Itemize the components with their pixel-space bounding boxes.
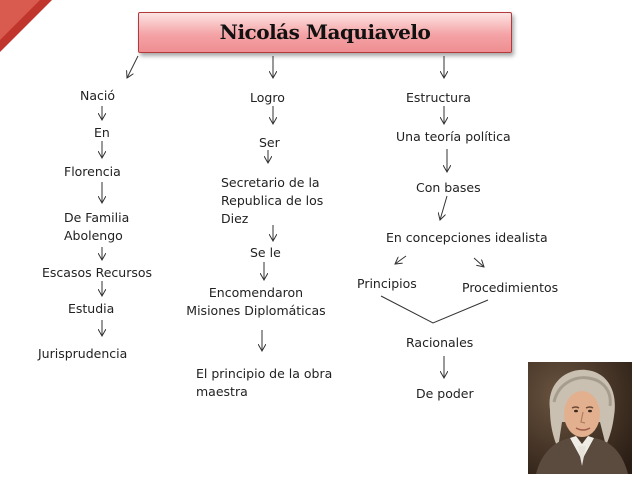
node-principio: El principio de la obra maestra	[196, 365, 332, 401]
node-estudia: Estudia	[68, 301, 115, 316]
node-en: En	[94, 125, 110, 140]
node-encomendaron: Encomendaron Misiones Diplomáticas	[180, 284, 332, 320]
node-principios: Principios	[357, 276, 417, 291]
arrow-concepciones-principios	[395, 255, 407, 264]
portrait-image	[528, 362, 632, 474]
node-encomendaron-line1: Encomendaron	[208, 285, 304, 300]
node-estructura: Estructura	[406, 90, 471, 105]
corner-decoration-inner	[0, 0, 40, 40]
node-procedimientos: Procedimientos	[462, 280, 559, 295]
node-florencia: Florencia	[64, 164, 121, 179]
arrow-concepciones-procedimientos	[473, 257, 484, 267]
node-con-bases: Con bases	[416, 180, 481, 195]
node-recursos: Escasos Recursos	[42, 265, 153, 280]
node-concepciones: En concepciones idealista	[386, 230, 548, 245]
node-familia-line1: De Familia	[64, 210, 130, 225]
node-familia-line2: Abolengo	[64, 228, 123, 243]
node-encomendaron-line2: Misiones Diplomáticas	[186, 303, 326, 318]
arrow-title-nacio	[127, 55, 139, 78]
node-teoria: Una teoría política	[396, 129, 511, 144]
node-secretario-line2: Republica de los	[221, 193, 324, 208]
node-principio-line2: maestra	[196, 384, 248, 399]
node-nacio: Nació	[80, 88, 116, 103]
title-text: Nicolás Maquiavelo	[219, 20, 431, 44]
title-box: Nicolás Maquiavelo	[138, 12, 512, 53]
node-ser: Ser	[259, 135, 280, 150]
node-principio-line1: El principio de la obra	[196, 366, 333, 381]
arrow-bases-concepciones	[440, 195, 448, 220]
node-logro: Logro	[250, 90, 285, 105]
node-se-le: Se le	[250, 245, 281, 260]
node-secretario: Secretario de la Republica de los Diez	[221, 174, 323, 228]
node-secretario-line1: Secretario de la	[221, 175, 320, 190]
node-jurisprudencia: Jurisprudencia	[38, 346, 128, 361]
merge-lines	[380, 295, 489, 324]
node-familia: De Familia Abolengo	[64, 209, 129, 245]
node-de-poder: De poder	[416, 386, 474, 401]
node-secretario-line3: Diez	[221, 211, 249, 226]
node-racionales: Racionales	[406, 335, 474, 350]
portrait-illustration	[528, 362, 632, 474]
